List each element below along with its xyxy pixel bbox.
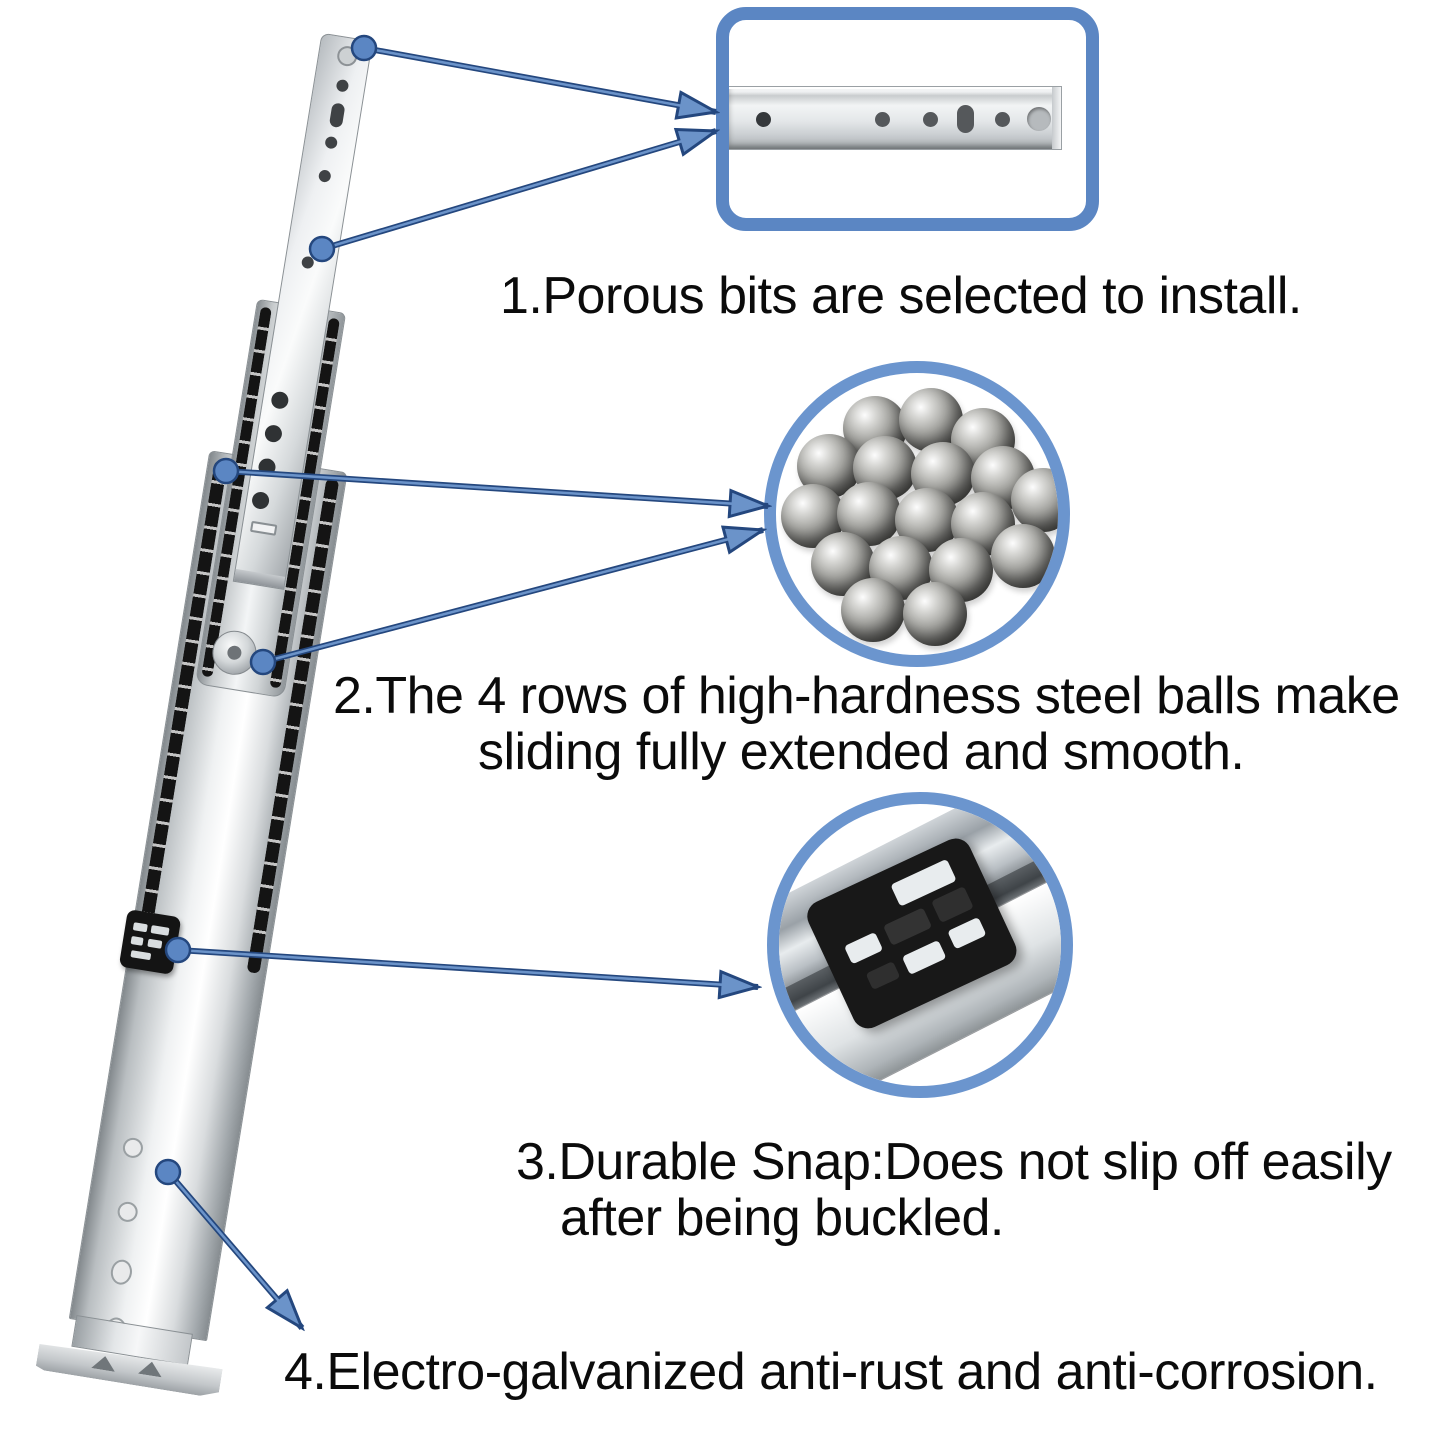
slot-hole xyxy=(328,102,346,129)
rail-hole xyxy=(995,112,1010,127)
screw-hole xyxy=(317,169,332,183)
feature-text-4: 4.Electro-galvanized anti-rust and anti-… xyxy=(284,1343,1378,1401)
snap-vent xyxy=(150,925,170,936)
latch-slot xyxy=(249,520,278,536)
mount-hole xyxy=(109,1258,134,1287)
rail-bar-closeup xyxy=(729,86,1062,150)
rail-hole xyxy=(923,112,938,127)
snap-vent xyxy=(843,931,884,965)
screw-hole xyxy=(300,255,315,270)
steel-ball xyxy=(1011,468,1058,532)
mount-hole xyxy=(121,1136,145,1160)
screw-hole xyxy=(250,490,271,511)
feature-text-3-line-2: after being buckled. xyxy=(560,1189,1004,1247)
screw-hole xyxy=(324,135,339,150)
snap-vent xyxy=(147,938,163,949)
snap-closeup-scene xyxy=(779,804,1061,1086)
rail-hole xyxy=(756,112,771,127)
feature-text-3-line-1: 3.Durable Snap:Does not slip off easily xyxy=(516,1133,1392,1191)
snap-vent xyxy=(901,939,947,975)
snap-vent xyxy=(947,916,987,950)
snap-vent xyxy=(931,886,974,924)
steel-ball xyxy=(991,524,1055,588)
callout-circle-snap xyxy=(767,792,1073,1098)
snap-clip xyxy=(118,909,182,975)
snap-vent xyxy=(130,950,152,961)
snap-vent xyxy=(882,907,933,946)
screw-hole xyxy=(257,457,277,477)
ball-retainer-strip xyxy=(140,460,228,925)
snap-vent xyxy=(132,922,148,933)
steel-ball xyxy=(841,578,905,642)
screw-hole xyxy=(270,390,290,411)
rail-hole-large xyxy=(1027,107,1051,131)
callout-box-porous-rail xyxy=(716,7,1099,231)
rail-slot-hole xyxy=(957,105,974,133)
callout-circle-steel-balls xyxy=(764,361,1070,667)
rail-outer-member xyxy=(68,450,348,1348)
snap-vent xyxy=(130,935,144,946)
steel-ball xyxy=(903,582,967,646)
mount-hole xyxy=(116,1200,140,1224)
feature-text-2-line-2: sliding fully extended and smooth. xyxy=(478,723,1245,781)
snap-vent xyxy=(865,961,901,991)
feature-text-2-line-1: 2.The 4 rows of high-hardness steel ball… xyxy=(333,667,1400,725)
rail-hole xyxy=(875,112,890,127)
screw-hole xyxy=(263,423,284,444)
screw-hole xyxy=(335,78,350,93)
feature-text-1: 1.Porous bits are selected to install. xyxy=(500,267,1302,325)
screw-hole xyxy=(335,44,359,68)
